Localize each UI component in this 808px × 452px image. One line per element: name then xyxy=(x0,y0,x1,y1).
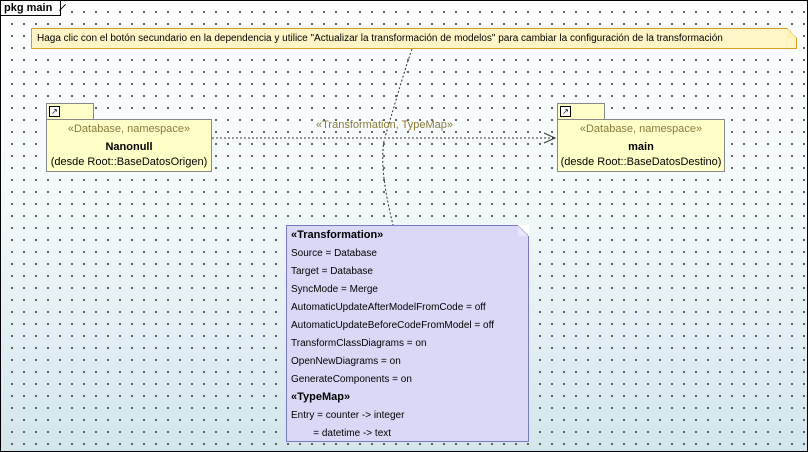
shortcut-arrow-icon: ↗ xyxy=(560,106,571,117)
note-title: «Transformation» xyxy=(291,228,528,246)
package-tab-main: ↗ xyxy=(557,103,605,119)
package-main[interactable]: «Database, namespace» main (desde Root::… xyxy=(557,119,725,172)
note-line: OpenNewDiagrams = on xyxy=(291,354,528,372)
package-name: main xyxy=(558,140,724,154)
shortcut-arrow-icon: ↗ xyxy=(49,106,60,117)
package-source: (desde Root::BaseDatosDestino) xyxy=(558,155,724,170)
typemap-title: «TypeMap» xyxy=(291,390,528,408)
note-line: GenerateComponents = on xyxy=(291,372,528,390)
package-nanonull[interactable]: «Database, namespace» Nanonull (desde Ro… xyxy=(46,119,212,172)
note-fold-icon xyxy=(787,28,797,38)
package-source: (desde Root::BaseDatosOrigen) xyxy=(47,155,211,170)
note-line: Source = Database xyxy=(291,246,528,264)
typemap-line: = datetime -> text xyxy=(291,426,528,444)
note-line: AutomaticUpdateAfterModelFromCode = off xyxy=(291,300,528,318)
note-line: Target = Database xyxy=(291,264,528,282)
note-fold-icon xyxy=(518,225,529,236)
dependency-label[interactable]: «Transformation, TypeMap» xyxy=(316,119,453,131)
note-line: SyncMode = Merge xyxy=(291,282,528,300)
hint-note: Haga clic con el botón secundario en la … xyxy=(31,28,797,49)
typemap-line: Entry = counter -> integer xyxy=(291,408,528,426)
package-name: Nanonull xyxy=(47,140,211,154)
note-line: TransformClassDiagrams = on xyxy=(291,336,528,354)
note-anchor-line xyxy=(383,141,393,225)
package-stereotype: «Database, namespace» xyxy=(47,123,211,136)
transformation-note[interactable]: «Transformation» Source = Database Targe… xyxy=(286,225,529,442)
package-stereotype: «Database, namespace» xyxy=(558,123,724,136)
hint-text: Haga clic con el botón secundario en la … xyxy=(37,33,723,44)
package-tab-nanonull: ↗ xyxy=(46,103,94,119)
note-line: AutomaticUpdateBeforeCodeFromModel = off xyxy=(291,318,528,336)
